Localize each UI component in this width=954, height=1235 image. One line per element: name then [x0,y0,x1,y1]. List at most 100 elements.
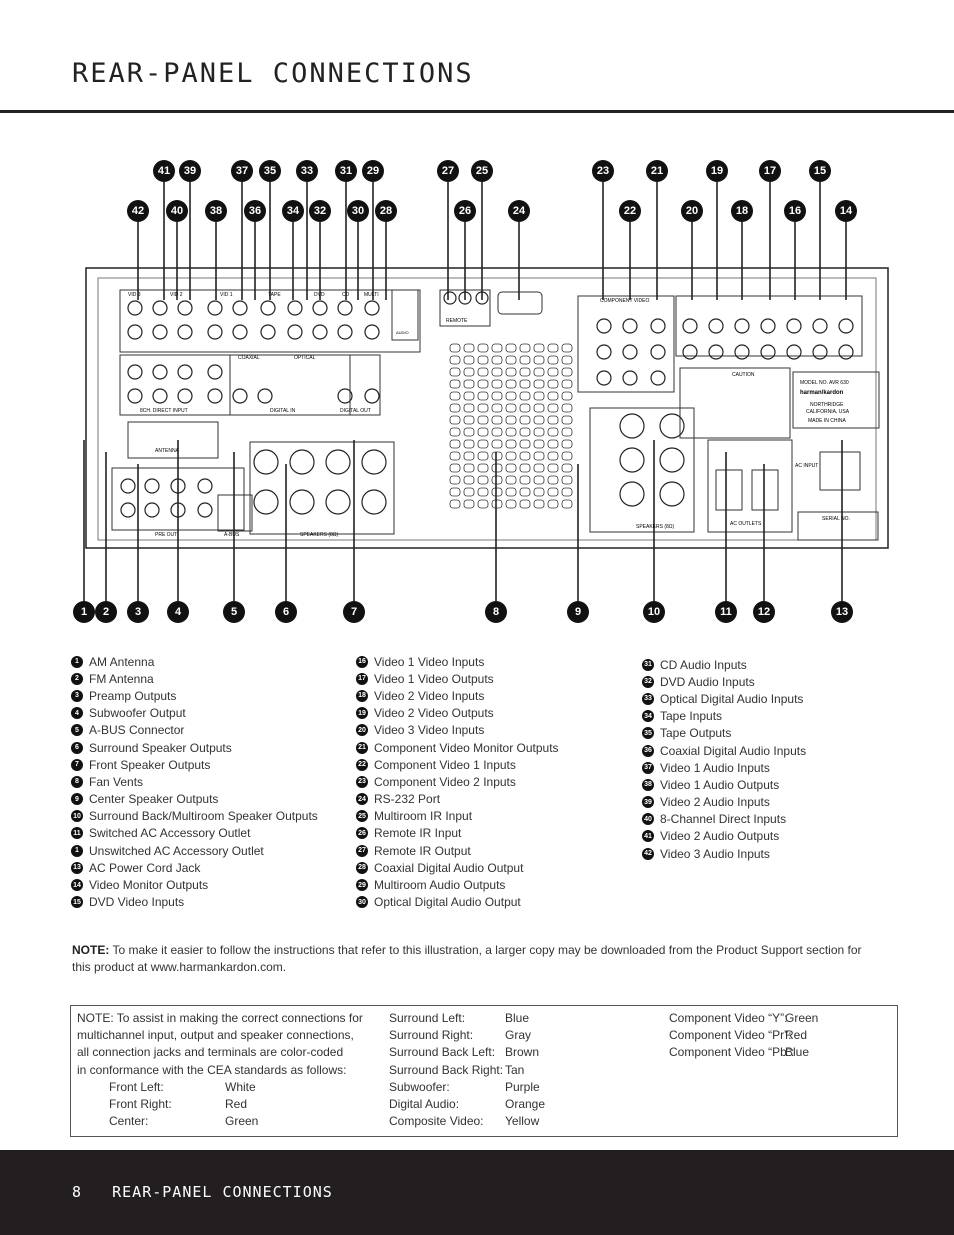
video-jack [760,344,776,360]
legend-number: 40 [642,813,654,826]
legend-text: DVD Audio Inputs [660,674,755,689]
legend-text: Coaxial Digital Audio Inputs [660,743,807,758]
serial-plate [797,511,879,541]
direct-input-block [119,354,351,416]
vent-slot [505,415,517,425]
callout-15: 15 [809,160,831,182]
cea-row: Composite Video:Yellow [389,1113,545,1130]
rca-jack [152,324,168,340]
vent-slot [505,487,517,497]
component-jack [622,370,638,386]
cea-row: Component Video “Pr”:Red [669,1027,818,1044]
legend-number: 24 [356,793,368,806]
vent-slot [463,379,475,389]
legend-number: 41 [642,830,654,843]
vent-slot [505,343,517,353]
rca-jack [260,300,276,316]
jack-set [120,291,854,518]
vent-slot [505,355,517,365]
cea-label: Front Left: [109,1080,164,1094]
callout-41: 41 [153,160,175,182]
speaker-terminal [289,449,315,475]
callout-18: 18 [731,200,753,222]
svideo-jack [682,318,698,334]
cea-intro: NOTE: To assist in making the correct co… [77,1010,377,1079]
legend-text: Center Speaker Outputs [89,792,219,807]
speaker-terminal [619,481,645,507]
cea-label: Digital Audio: [389,1096,460,1111]
legend-text: Optical Digital Audio Inputs [660,691,804,706]
rca-jack [177,324,193,340]
video-jack [786,344,802,360]
caution-label [679,367,791,439]
cea-intro-line: in conformance with the CEA standards as… [77,1062,347,1077]
legend-text: Video 2 Video Outputs [374,706,494,721]
cea-label: Surround Back Left: [389,1045,496,1060]
label-vid2: VID 2 [170,292,183,298]
vent-slot [491,475,503,485]
cea-label: Component Video “Pb”: [669,1045,795,1060]
vent-slot [533,379,545,389]
speaker-terminal [325,489,351,515]
svideo-jack [812,318,828,334]
speaker-terminals-right [589,407,695,533]
rca-jack [177,388,193,404]
rca-jack [152,388,168,404]
cea-value: Green [785,1011,819,1025]
label-model: MODEL NO. AVR 630 [800,380,849,386]
legend-text: Tape Inputs [660,709,723,724]
callout-13: 13 [831,601,853,623]
legend-text: Video 1 Audio Outputs [660,777,780,792]
legend-text: AC Power Cord Jack [89,860,201,875]
vent-slot [533,415,545,425]
video-jack [708,344,724,360]
vent-slot [547,391,559,401]
label-pre-out: PRE OUT [155,532,177,538]
callout-39: 39 [179,160,201,182]
cea-row: Front Right:Red [109,1096,258,1113]
legend-text: Video 1 Audio Inputs [660,760,770,775]
callout-12: 12 [753,601,775,623]
vent-slot [519,343,531,353]
video-jack [734,344,750,360]
rca-jack [337,388,353,404]
note-text: To make it easier to follow the instruct… [72,943,862,974]
legend-number: 26 [356,827,368,840]
legend-text: Component Video 1 Inputs [374,757,516,772]
vent-slot [463,403,475,413]
vent-slot [491,391,503,401]
legend-number: 2 [71,672,83,685]
speaker-terminal [325,449,351,475]
legend-number: 3 [71,689,83,702]
label-speakers-left: SPEAKERS (8Ω) [300,532,339,538]
legend-number: 22 [356,758,368,771]
callout-7: 7 [343,601,365,623]
legend-text: Tape Outputs [660,726,732,741]
legend-number: 4 [71,707,83,720]
label-dvd: DVD [314,292,325,298]
vent-slot [463,475,475,485]
legend-number: 34 [642,710,654,723]
legend-number: 31 [642,658,654,671]
legend-number: 33 [642,692,654,705]
vent-slot [463,343,475,353]
callout-32: 32 [309,200,331,222]
vent-slot [491,499,503,509]
legend-text: AM Antenna [89,654,155,669]
vent-slot [449,475,461,485]
vent-slot [533,343,545,353]
